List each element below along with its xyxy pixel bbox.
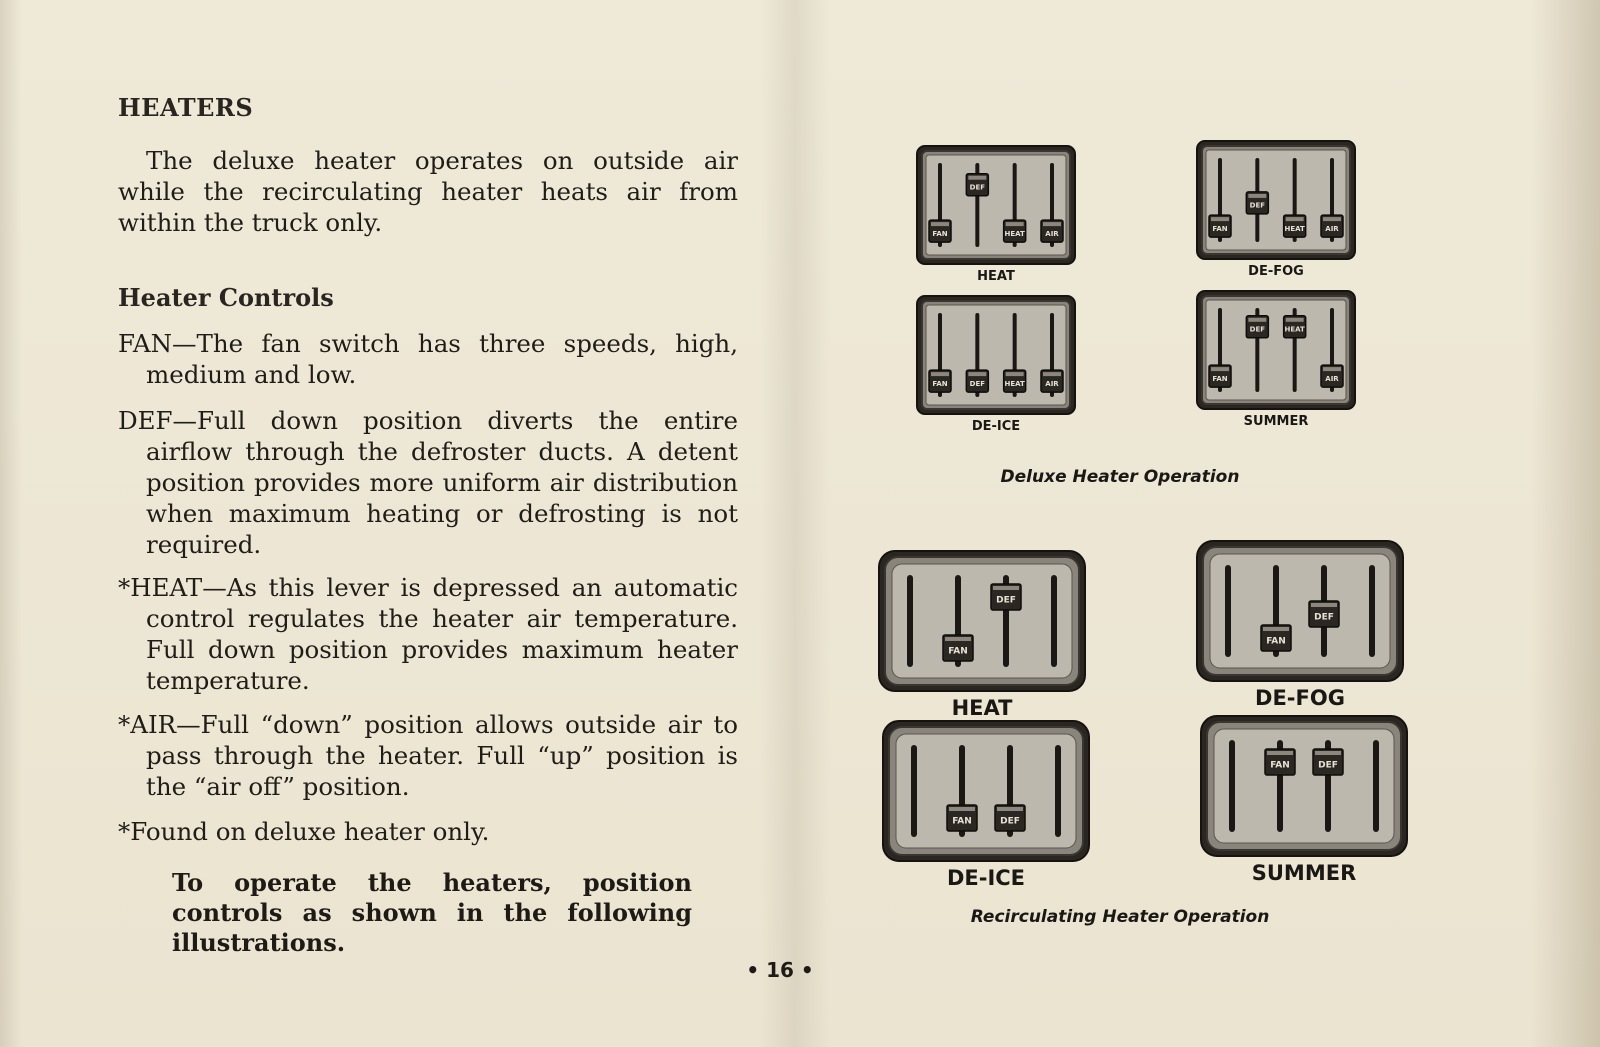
lever-heat: HEAT xyxy=(1282,315,1307,339)
panel-caption-heat: HEAT xyxy=(951,696,1013,720)
panel-caption-heat: HEAT xyxy=(977,269,1015,284)
heater-control-panel-summer: FAN DEF HEAT AIR xyxy=(1196,290,1356,410)
panel-caption-de-ice: DE-ICE xyxy=(946,866,1026,890)
lever-label: FAN xyxy=(932,230,947,238)
lever-air: AIR xyxy=(1040,219,1064,243)
lever-label: HEAT xyxy=(1005,380,1026,388)
panel-caption-summer: SUMMER xyxy=(1251,861,1357,885)
fan-description: FAN—The fan switch has three speeds, hig… xyxy=(118,329,738,389)
lever-heat: HEAT xyxy=(1002,369,1027,393)
lever-label: DEF xyxy=(970,184,986,192)
deluxe-figure-title: Deluxe Heater Operation xyxy=(1000,467,1240,487)
lever-label: AIR xyxy=(1325,375,1339,383)
lever-fan: FAN xyxy=(1208,214,1232,238)
lever-def: DEF xyxy=(1245,191,1270,215)
lever-label: FAN xyxy=(1266,637,1286,647)
recirculating-figure-title: Recirculating Heater Operation xyxy=(970,907,1270,927)
panel-caption-de-ice: DE-ICE xyxy=(971,419,1021,434)
heat-description: *HEAT—As this lever is depressed an auto… xyxy=(118,573,738,695)
lever-label: FAN xyxy=(1212,225,1227,233)
lever-label: FAN xyxy=(1270,761,1290,771)
lever-def: DEF xyxy=(965,172,990,197)
lever-fan: FAN xyxy=(1208,364,1232,388)
lever-air: AIR xyxy=(1320,214,1344,238)
lever-label: HEAT xyxy=(1285,225,1306,233)
lever-def: DEF xyxy=(1312,748,1344,776)
lever-label: HEAT xyxy=(1005,230,1026,238)
lever-fan: FAN xyxy=(1264,748,1296,776)
heaters-heading: HEATERS xyxy=(118,93,254,122)
heater-control-panel-de-fog: FAN DEF xyxy=(1196,540,1404,682)
lever-heat: HEAT xyxy=(1002,219,1027,243)
lever-def: DEF xyxy=(965,369,990,393)
heater-control-panel-heat: FAN DEF HEAT AIR xyxy=(916,145,1076,265)
def-description: DEF—Full down position diverts the entir… xyxy=(118,406,738,559)
lever-def: DEF xyxy=(1308,600,1340,628)
lever-label: AIR xyxy=(1045,380,1059,388)
deluxe-footnote: *Found on deluxe heater only. xyxy=(118,817,490,846)
heater-control-panel-summer: FAN DEF xyxy=(1200,715,1408,857)
lever-label: DEF xyxy=(1314,613,1334,623)
lever-air: AIR xyxy=(1320,364,1344,388)
lever-label: FAN xyxy=(948,647,968,657)
heater-control-panel-de-ice: FAN DEF xyxy=(882,720,1090,862)
lever-label: DEF xyxy=(1000,817,1020,827)
lever-fan: FAN xyxy=(1260,624,1292,652)
lever-label: AIR xyxy=(1045,230,1059,238)
lever-def: DEF xyxy=(990,583,1022,611)
air-description: *AIR—Full “down” position allows outside… xyxy=(118,710,738,801)
lever-fan: FAN xyxy=(946,804,978,832)
panel-caption-de-fog: DE-FOG xyxy=(1248,264,1304,279)
lever-label: DEF xyxy=(1250,202,1266,210)
lever-label: FAN xyxy=(1212,375,1227,383)
lever-label: DEF xyxy=(970,380,986,388)
heater-controls-heading: Heater Controls xyxy=(118,283,334,312)
lever-label: AIR xyxy=(1325,225,1339,233)
lever-air: AIR xyxy=(1040,369,1064,393)
panel-caption-de-fog: DE-FOG xyxy=(1255,686,1345,710)
heater-control-panel-de-ice: FAN DEF HEAT AIR xyxy=(916,295,1076,415)
lever-label: DEF xyxy=(996,596,1016,606)
lever-fan: FAN xyxy=(928,219,952,243)
intro-paragraph: The deluxe heater operates on outside ai… xyxy=(118,146,738,237)
panel-caption-summer: SUMMER xyxy=(1243,414,1309,429)
book-spine-shadow xyxy=(760,0,830,1047)
lever-label: FAN xyxy=(952,817,972,827)
lever-label: DEF xyxy=(1250,326,1266,334)
operate-instruction: To operate the heaters, position control… xyxy=(172,868,692,957)
lever-fan: FAN xyxy=(928,369,952,393)
lever-label: HEAT xyxy=(1285,326,1306,334)
lever-heat: HEAT xyxy=(1282,214,1307,238)
page-number: • 16 • xyxy=(746,958,814,982)
heater-control-panel-de-fog: FAN DEF HEAT AIR xyxy=(1196,140,1356,260)
lever-def: DEF xyxy=(994,804,1026,832)
lever-fan: FAN xyxy=(942,634,974,662)
lever-label: DEF xyxy=(1318,761,1338,771)
lever-def: DEF xyxy=(1245,315,1270,339)
heater-control-panel-heat: FAN DEF xyxy=(878,550,1086,692)
lever-label: FAN xyxy=(932,380,947,388)
